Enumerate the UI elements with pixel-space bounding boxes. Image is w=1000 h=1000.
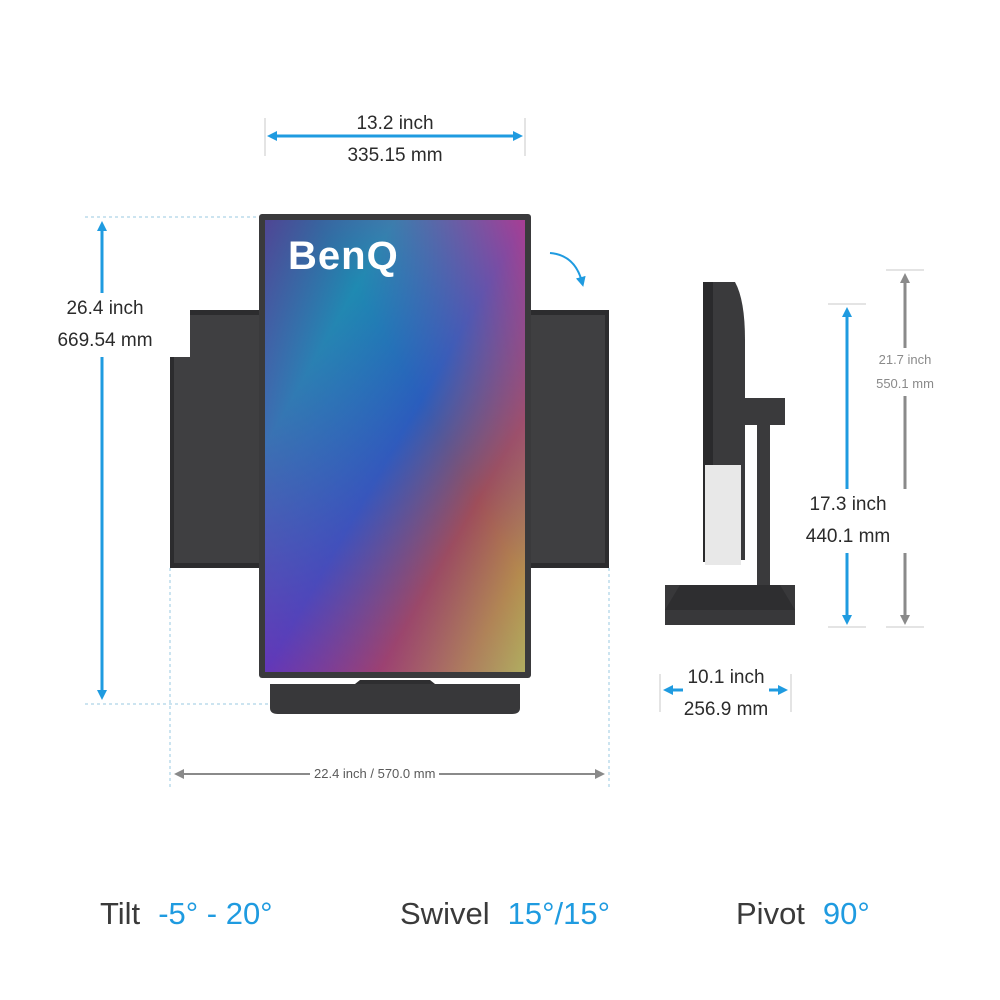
- front-height-label: 26.4 inch 669.54 mm: [20, 293, 190, 357]
- swivel-spec: Swivel 15°/15°: [400, 892, 610, 936]
- front-width-inch: 13.2 inch: [356, 113, 434, 134]
- pivot-label: Pivot: [736, 896, 805, 931]
- swivel-value: 15°/15°: [507, 896, 610, 931]
- front-height-mm: 669.54 mm: [57, 330, 153, 351]
- brand-logo: BenQ: [288, 234, 399, 278]
- front-width-mm: 335.15 mm: [347, 145, 443, 166]
- side-depth-mm: 256.9 mm: [683, 699, 769, 720]
- side-total-height-mm: 550.1 mm: [876, 376, 934, 391]
- side-adjust-height-inch: 17.3 inch: [809, 494, 887, 515]
- side-depth-label: 10.1 inch 256.9 mm: [660, 662, 792, 726]
- tilt-spec: Tilt -5° - 20°: [100, 892, 273, 936]
- side-total-height-label: 21.7 inch 550.1 mm: [850, 348, 960, 396]
- pivot-arrow: [549, 252, 586, 287]
- side-depth-inch: 10.1 inch: [683, 662, 769, 694]
- pivot-value: 90°: [822, 896, 870, 931]
- front-width-label: 13.2 inch 335.15 mm: [315, 108, 475, 172]
- side-adjust-height-label: 17.3 inch 440.1 mm: [778, 489, 918, 553]
- side-total-height-inch: 21.7 inch: [878, 352, 932, 367]
- tilt-value: -5° - 20°: [158, 896, 273, 931]
- swivel-right-monitor: [527, 310, 609, 568]
- front-monitor: [259, 214, 531, 714]
- front-height-inch: 26.4 inch: [66, 298, 144, 319]
- pivot-spec: Pivot 90°: [736, 892, 870, 936]
- swivel-width-label: 22.4 inch / 570.0 mm: [310, 766, 440, 782]
- tilt-label: Tilt: [100, 896, 141, 931]
- side-view-monitor: [665, 282, 795, 625]
- swivel-label: Swivel: [400, 896, 490, 931]
- side-adjust-height-mm: 440.1 mm: [805, 526, 891, 547]
- guide-lines: [85, 216, 610, 790]
